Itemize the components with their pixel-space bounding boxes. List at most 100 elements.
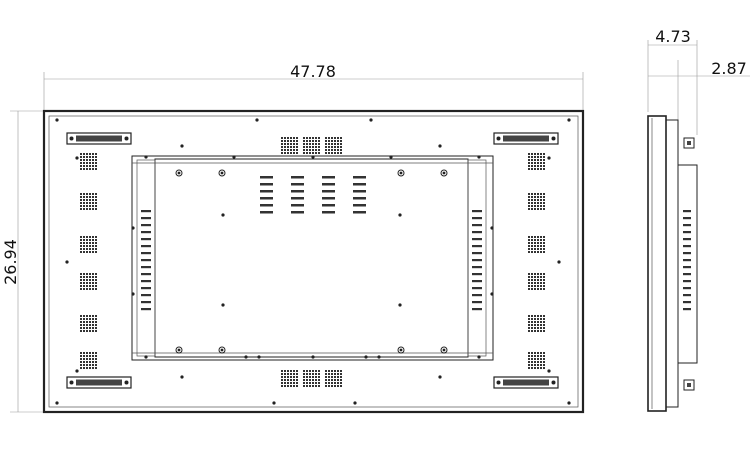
screw-dot bbox=[547, 156, 551, 160]
mount-hole bbox=[218, 169, 226, 177]
vent-grille-left bbox=[80, 315, 97, 332]
side-slot bbox=[472, 245, 482, 248]
vent-hole bbox=[540, 162, 542, 164]
vent-hole bbox=[89, 236, 91, 238]
vent-hole bbox=[328, 152, 330, 154]
vent-hole bbox=[89, 321, 91, 323]
handle-bracket bbox=[66, 376, 132, 389]
vent-hole bbox=[540, 245, 542, 247]
vent-grille-left bbox=[80, 273, 97, 290]
vent-hole bbox=[95, 196, 97, 198]
side-body bbox=[665, 119, 679, 408]
vent-hole bbox=[540, 205, 542, 207]
vent-hole bbox=[528, 205, 530, 207]
vent-hole bbox=[540, 236, 542, 238]
vent-hole bbox=[337, 385, 339, 387]
mount-depth-label: 2.87 bbox=[711, 59, 747, 78]
vent-hole bbox=[80, 251, 82, 253]
screw-dot bbox=[221, 303, 225, 307]
vent-hole bbox=[89, 251, 91, 253]
vent-hole bbox=[540, 288, 542, 290]
vent-hole bbox=[92, 355, 94, 357]
vent-hole bbox=[315, 385, 317, 387]
vent-hole bbox=[528, 245, 530, 247]
vent-hole bbox=[315, 382, 317, 384]
vent-hole bbox=[534, 245, 536, 247]
vent-hole bbox=[95, 358, 97, 360]
vent-hole bbox=[306, 373, 308, 375]
vent-hole bbox=[86, 245, 88, 247]
vent-hole bbox=[80, 352, 82, 354]
vent-hole bbox=[540, 358, 542, 360]
vent-hole bbox=[296, 137, 298, 139]
vent-hole bbox=[95, 202, 97, 204]
vent-hole bbox=[528, 273, 530, 275]
vent-hole bbox=[531, 239, 533, 241]
vent-hole bbox=[528, 288, 530, 290]
vent-hole bbox=[534, 199, 536, 201]
vent-hole bbox=[531, 159, 533, 161]
vent-slot bbox=[260, 176, 273, 179]
vent-hole bbox=[80, 156, 82, 158]
vent-hole bbox=[537, 196, 539, 198]
vent-hole bbox=[86, 153, 88, 155]
vent-hole bbox=[528, 315, 530, 317]
vent-hole bbox=[540, 355, 542, 357]
vent-hole bbox=[325, 137, 327, 139]
vent-hole bbox=[95, 352, 97, 354]
vent-hole bbox=[83, 162, 85, 164]
vent-hole bbox=[531, 288, 533, 290]
vent-hole bbox=[83, 352, 85, 354]
vent-hole bbox=[80, 239, 82, 241]
vent-hole bbox=[83, 239, 85, 241]
vent-hole bbox=[531, 196, 533, 198]
side-latch-core bbox=[687, 383, 691, 387]
screw-dot bbox=[255, 118, 259, 122]
side-view-slot bbox=[683, 259, 691, 262]
vent-hole bbox=[86, 361, 88, 363]
side-slot bbox=[141, 259, 151, 262]
vent-hole bbox=[80, 282, 82, 284]
vent-hole bbox=[83, 279, 85, 281]
vent-hole bbox=[531, 361, 533, 363]
vent-hole bbox=[80, 318, 82, 320]
screw-dot bbox=[557, 260, 561, 264]
vent-hole bbox=[95, 318, 97, 320]
vent-hole bbox=[80, 196, 82, 198]
vent-hole bbox=[543, 156, 545, 158]
vent-hole bbox=[334, 373, 336, 375]
vent-hole bbox=[89, 245, 91, 247]
vent-grille-left bbox=[80, 236, 97, 253]
vent-hole bbox=[540, 324, 542, 326]
vent-hole bbox=[537, 208, 539, 210]
vent-hole bbox=[312, 385, 314, 387]
vent-hole bbox=[86, 321, 88, 323]
vent-hole bbox=[531, 318, 533, 320]
vent-hole bbox=[293, 376, 295, 378]
vent-hole bbox=[95, 162, 97, 164]
vent-hole bbox=[540, 208, 542, 210]
vent-hole bbox=[531, 285, 533, 287]
vent-hole bbox=[89, 162, 91, 164]
vent-hole bbox=[337, 379, 339, 381]
vent-hole bbox=[92, 276, 94, 278]
vent-hole bbox=[537, 162, 539, 164]
vent-hole bbox=[540, 168, 542, 170]
vent-hole bbox=[281, 370, 283, 372]
vent-hole bbox=[328, 370, 330, 372]
side-view bbox=[647, 115, 698, 412]
vent-hole bbox=[528, 242, 530, 244]
vent-hole bbox=[92, 361, 94, 363]
handle-grip bbox=[503, 135, 549, 142]
side-view-slot bbox=[683, 294, 691, 297]
vent-slot bbox=[353, 204, 366, 207]
vent-hole bbox=[80, 273, 82, 275]
vent-hole bbox=[95, 168, 97, 170]
vent-hole bbox=[83, 208, 85, 210]
vent-hole bbox=[303, 140, 305, 142]
vent-hole bbox=[83, 358, 85, 360]
screw-dot bbox=[567, 118, 571, 122]
vent-hole bbox=[95, 153, 97, 155]
vent-hole bbox=[537, 352, 539, 354]
vent-hole bbox=[318, 146, 320, 148]
